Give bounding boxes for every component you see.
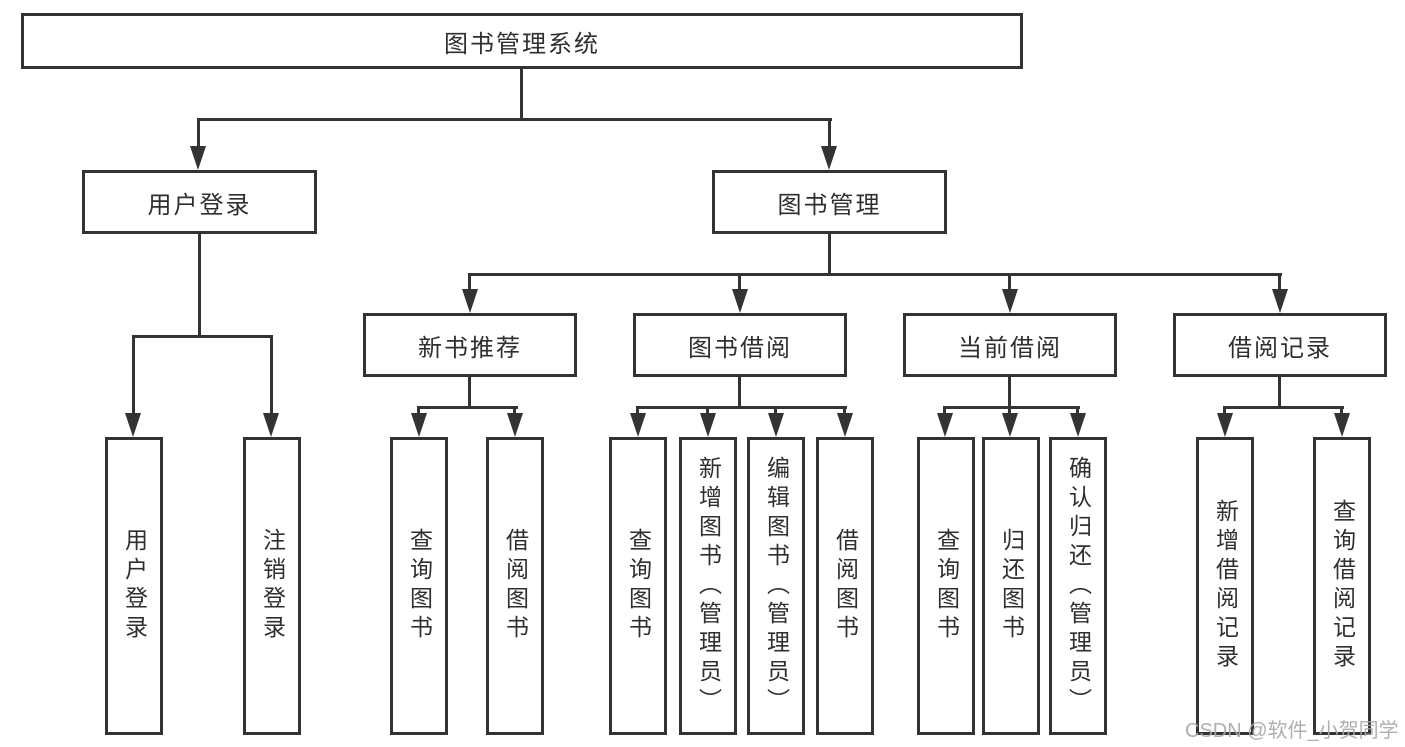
connector-current-borrow-stem <box>1008 377 1011 409</box>
connector-cb-2 <box>1008 406 1011 418</box>
connector-bb-1 <box>636 406 639 418</box>
connector-book-management-stem <box>828 234 831 276</box>
connector-root-stem <box>520 69 523 118</box>
arrowhead-br-2 <box>1334 413 1350 437</box>
arrowhead-login-leaf <box>125 413 141 437</box>
node-br-add-record: 新增借阅记录 <box>1196 437 1254 735</box>
node-user-login: 用户登录 <box>82 170 317 234</box>
connector-book-borrow-stem <box>738 377 741 409</box>
node-nb-borrow-book: 借阅图书 <box>486 437 544 735</box>
node-br-query-record: 查询借阅记录 <box>1313 437 1371 735</box>
node-current-borrow: 当前借阅 <box>903 313 1117 377</box>
connector-to-user-login <box>197 118 200 152</box>
connector-to-book-management <box>828 118 831 152</box>
connector-new-book-rail <box>417 406 518 409</box>
connector-user-login-rail <box>132 335 273 338</box>
connector-to-new-book <box>468 273 471 293</box>
connector-user-login-stem <box>198 234 201 335</box>
node-nb-query-book: 查询图书 <box>390 437 448 735</box>
connector-br-1 <box>1223 406 1226 418</box>
arrowhead-nb-1 <box>411 413 427 437</box>
connector-cb-1 <box>943 406 946 418</box>
connector-level2-rail <box>197 118 832 121</box>
node-cb-return-book: 归还图书 <box>982 437 1040 735</box>
connector-cb-3 <box>1076 406 1079 418</box>
arrowhead-bb-4 <box>837 413 853 437</box>
arrowhead-logout-leaf <box>263 413 279 437</box>
arrowhead-bb-2 <box>700 413 716 437</box>
node-logout: 注销登录 <box>243 437 301 735</box>
arrowhead-cb-1 <box>937 413 953 437</box>
connector-borrow-record-rail <box>1223 406 1344 409</box>
connector-bb-4 <box>843 406 846 418</box>
arrowhead-bb-1 <box>630 413 646 437</box>
node-book-borrow: 图书借阅 <box>633 313 847 377</box>
connector-current-borrow-rail <box>943 406 1080 409</box>
arrowhead-current-borrow <box>1002 289 1018 313</box>
connector-nb-2 <box>513 406 516 418</box>
node-new-book-recommend: 新书推荐 <box>363 313 577 377</box>
arrowhead-cb-3 <box>1070 413 1086 437</box>
connector-bb-3 <box>774 406 777 418</box>
connector-bb-2 <box>706 406 709 418</box>
arrowhead-bb-3 <box>768 413 784 437</box>
node-cb-confirm-return-admin: 确认归还（管理员） <box>1049 437 1107 735</box>
arrowhead-book-management <box>821 146 837 170</box>
connector-level3-rail <box>468 273 1282 276</box>
connector-br-2 <box>1340 406 1343 418</box>
node-bb-edit-book-admin: 编辑图书（管理员） <box>747 437 805 735</box>
arrowhead-borrow-record <box>1272 289 1288 313</box>
node-user-login-leaf: 用户登录 <box>105 437 163 735</box>
node-root: 图书管理系统 <box>21 13 1023 69</box>
arrowhead-user-login <box>190 146 206 170</box>
connector-book-borrow-rail <box>636 406 847 409</box>
node-book-management: 图书管理 <box>712 170 947 234</box>
arrowhead-new-book <box>462 289 478 313</box>
node-bb-add-book-admin: 新增图书（管理员） <box>679 437 737 735</box>
arrowhead-cb-2 <box>1002 413 1018 437</box>
connector-to-book-borrow <box>738 273 741 293</box>
watermark: CSDN @软件_小贺同学 <box>1185 720 1399 742</box>
arrowhead-book-borrow <box>732 289 748 313</box>
arrowhead-br-1 <box>1217 413 1233 437</box>
connector-nb-1 <box>417 406 420 418</box>
node-cb-query-book: 查询图书 <box>917 437 975 735</box>
connector-to-current-borrow <box>1008 273 1011 293</box>
node-borrow-record: 借阅记录 <box>1173 313 1387 377</box>
arrowhead-nb-2 <box>507 413 523 437</box>
connector-to-login-leaf <box>132 335 135 419</box>
node-bb-query-book: 查询图书 <box>609 437 667 735</box>
node-bb-borrow-book: 借阅图书 <box>816 437 874 735</box>
connector-to-logout-leaf <box>270 335 273 419</box>
connector-to-borrow-record <box>1278 273 1281 293</box>
connector-borrow-record-stem <box>1278 377 1281 409</box>
connector-new-book-stem <box>468 377 471 409</box>
